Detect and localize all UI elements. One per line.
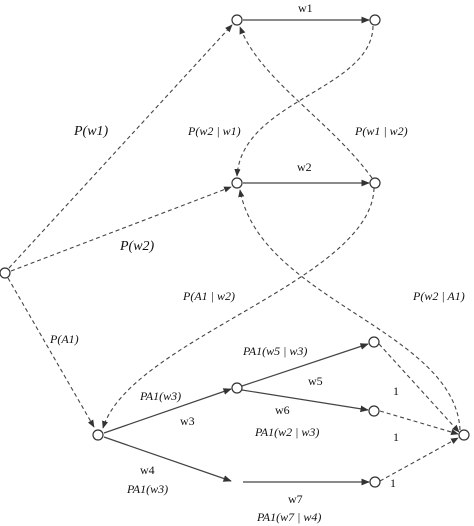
label-one-b: 1	[393, 430, 399, 444]
edge-one-a	[378, 343, 460, 433]
edge-one-b	[379, 410, 459, 435]
edge-p-a1	[7, 277, 95, 428]
node-w7-end	[369, 476, 381, 488]
node-w1-end	[369, 14, 381, 26]
node-w6-end	[368, 405, 380, 417]
label-pa1-w3: PA1(w3)	[139, 389, 181, 403]
label-w4: w4	[140, 463, 155, 477]
label-pa1-w2-given-w3: PA1(w2 | w3)	[254, 425, 319, 439]
node-w2-start	[231, 177, 243, 189]
node-w5-end	[368, 336, 380, 348]
label-p-w2: P(w2)	[119, 239, 155, 254]
edge-w4	[103, 436, 232, 482]
edge-w3	[103, 388, 232, 434]
label-w3: w3	[180, 414, 195, 428]
edge-p-w1-given-w2	[239, 26, 373, 179]
label-p-w2-given-a1: P(w2 | A1)	[412, 289, 465, 303]
label-p-a1: P(A1)	[49, 332, 79, 346]
label-w2: w2	[297, 160, 312, 174]
label-p-w2-given-w1: P(w2 | w1)	[187, 124, 241, 138]
node-root	[0, 267, 11, 279]
label-pa1-w7-given-w4: PA1(w7 | w4)	[256, 510, 321, 524]
label-pa1-w3-b: PA1(w3)	[126, 482, 168, 496]
label-w5: w5	[308, 374, 323, 388]
node-final	[458, 429, 470, 441]
edge-w5	[241, 343, 369, 387]
node-w1-start	[231, 14, 243, 26]
edge-p-w2	[10, 186, 232, 272]
label-p-w1-given-w2: P(w1 | w2)	[354, 124, 408, 138]
label-p-a1-given-w2: P(A1 | w2)	[182, 289, 235, 303]
label-w1: w1	[298, 1, 313, 15]
node-w2-end	[369, 177, 381, 189]
edge-one-c	[379, 437, 459, 482]
edge-p-a1-given-w2	[102, 187, 375, 429]
node-w3-end	[231, 382, 243, 394]
edge-p-w2-given-a1	[238, 189, 461, 431]
label-p-w1: P(w1)	[73, 124, 109, 139]
label-w7: w7	[288, 492, 303, 506]
edge-p-w2-given-w1	[234, 25, 374, 177]
label-one-c: 1	[390, 476, 396, 490]
label-pa1-w5-given-w3: PA1(w5 | w3)	[242, 344, 307, 358]
label-one-a: 1	[393, 384, 399, 398]
edge-p-w1	[8, 24, 233, 269]
node-a1	[92, 429, 104, 441]
label-w6: w6	[275, 403, 290, 417]
edge-w6	[241, 389, 369, 413]
